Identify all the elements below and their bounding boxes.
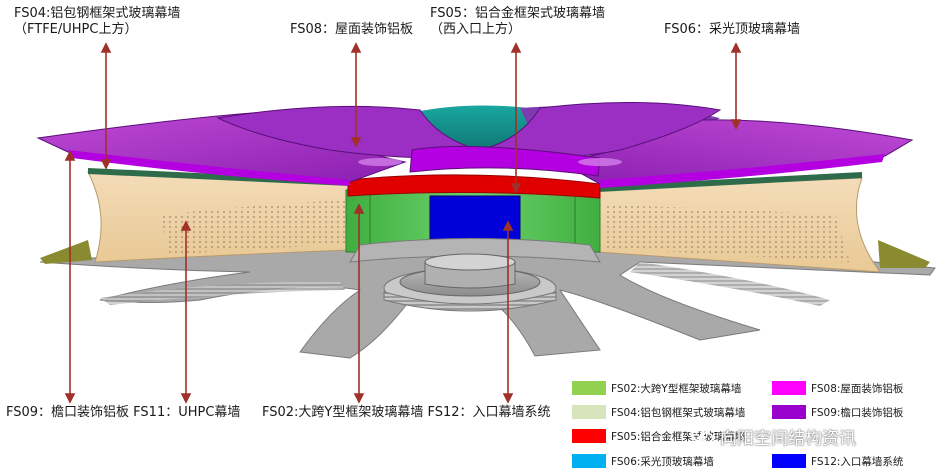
legend-swatch — [572, 429, 606, 443]
legend-label: FS12:入口幕墙系统 — [811, 455, 904, 468]
legend-item-fs06: FS06:采光顶玻璃幕墙 — [572, 453, 714, 469]
roof-center — [216, 101, 722, 177]
red-band-fs05 — [347, 174, 601, 199]
legend-swatch — [772, 405, 806, 419]
legend-item-fs04: FS04:铝包钢框架式玻璃幕墙 — [572, 404, 745, 420]
label-fs02-fs12: FS02:大跨Y型框架玻璃幕墙 FS12：入口幕墙系统 — [262, 405, 551, 420]
entrance-canopy — [349, 238, 601, 312]
left-facade — [87, 168, 351, 263]
label-fs09-fs11: FS09：檐口装饰铝板 FS11：UHPC幕墙 — [6, 405, 241, 420]
legend-item-fs02: FS02:大跨Y型框架玻璃幕墙 — [572, 380, 741, 396]
legend-item-fs12: FS12:入口幕墙系统 — [772, 453, 903, 469]
wechat-icon — [690, 426, 714, 444]
legend-swatch — [772, 381, 806, 395]
legend-swatch — [772, 454, 806, 468]
right-facade — [597, 172, 882, 273]
label-fs04-subtitle: （FTFE/UHPC上方） — [14, 22, 138, 37]
label-fs08: FS08：屋面装饰铝板 — [290, 22, 414, 37]
left-ledge — [40, 240, 92, 264]
legend-label: FS02:大跨Y型框架玻璃幕墙 — [611, 382, 742, 395]
label-fs05-title: FS05：铝合金框架式玻璃幕墙 — [430, 6, 606, 21]
legend-swatch — [572, 454, 606, 468]
legend-item-fs08: FS08:屋面装饰铝板 — [772, 380, 903, 396]
legend-label: FS09:檐口装饰铝板 — [811, 406, 904, 419]
right-ledge — [878, 240, 930, 268]
legend-label: FS04:铝包钢框架式玻璃幕墙 — [611, 406, 746, 419]
label-fs06: FS06：采光顶玻璃幕墙 — [664, 22, 801, 37]
watermark: 向阳空间结构资讯 — [690, 424, 856, 449]
legend-label: FS06:采光顶玻璃幕墙 — [611, 455, 714, 468]
label-fs05-subtitle: （西入口上方） — [430, 22, 522, 37]
leader-lines — [64, 42, 742, 404]
label-fs04-title: FS04:铝包钢框架式玻璃幕墙 — [14, 6, 181, 21]
legend: FS02:大跨Y型框架玻璃幕墙 FS08:屋面装饰铝板 FS04:铝包钢框架式玻… — [572, 380, 942, 472]
legend-swatch — [572, 405, 606, 419]
legend-label: FS08:屋面装饰铝板 — [811, 382, 904, 395]
watermark-text: 向阳空间结构资讯 — [720, 428, 856, 449]
legend-item-fs09: FS09:檐口装饰铝板 — [772, 404, 903, 420]
legend-swatch — [572, 381, 606, 395]
